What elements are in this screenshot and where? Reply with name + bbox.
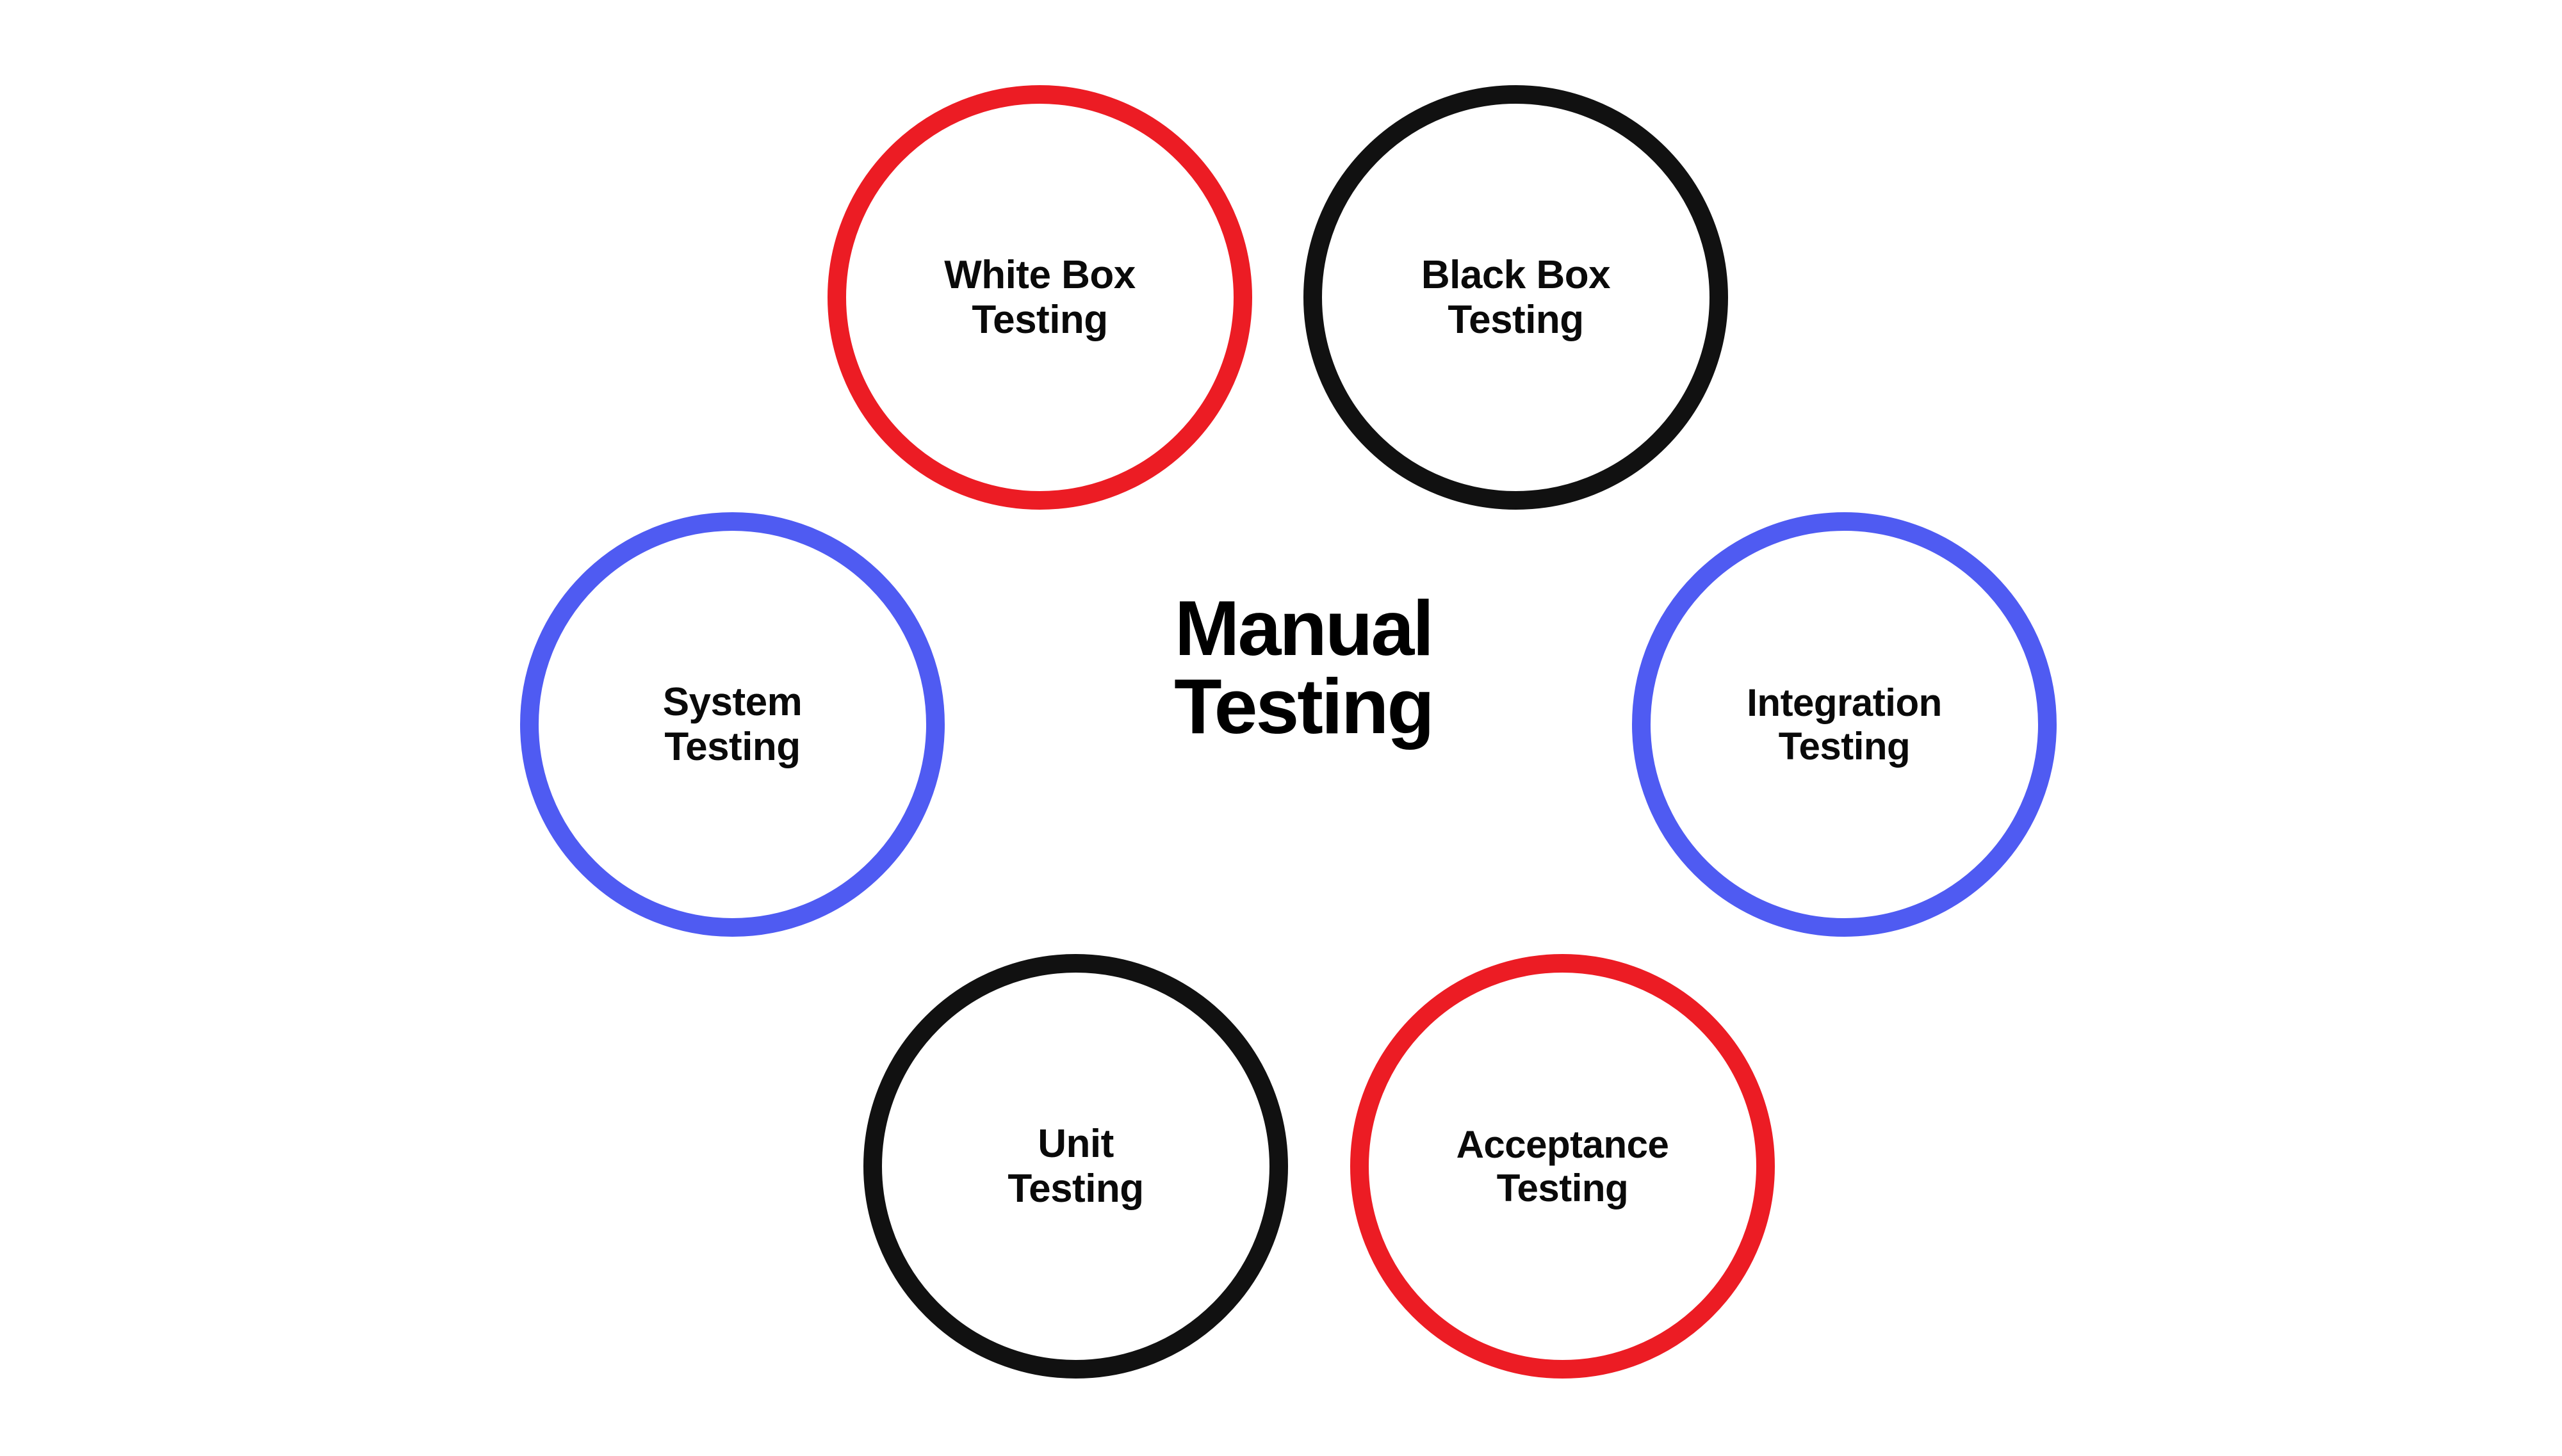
node-unit-testing-label: Unit Testing bbox=[1008, 1122, 1144, 1211]
node-black-box-testing-label: Black Box Testing bbox=[1421, 253, 1611, 342]
node-unit-testing[interactable]: Unit Testing bbox=[863, 954, 1288, 1379]
diagram-center-title: Manual Testing bbox=[1174, 585, 1435, 750]
node-integration-testing-label: Integration Testing bbox=[1747, 681, 1942, 768]
node-system-testing-label: System Testing bbox=[662, 680, 803, 769]
node-white-box-testing-label: White Box Testing bbox=[944, 253, 1136, 342]
node-integration-testing[interactable]: Integration Testing bbox=[1632, 512, 2057, 937]
node-white-box-testing[interactable]: White Box Testing bbox=[828, 85, 1252, 510]
node-black-box-testing[interactable]: Black Box Testing bbox=[1303, 85, 1728, 510]
node-system-testing[interactable]: System Testing bbox=[520, 512, 945, 937]
node-acceptance-testing[interactable]: Acceptance Testing bbox=[1350, 954, 1775, 1379]
node-acceptance-testing-label: Acceptance Testing bbox=[1456, 1123, 1669, 1209]
